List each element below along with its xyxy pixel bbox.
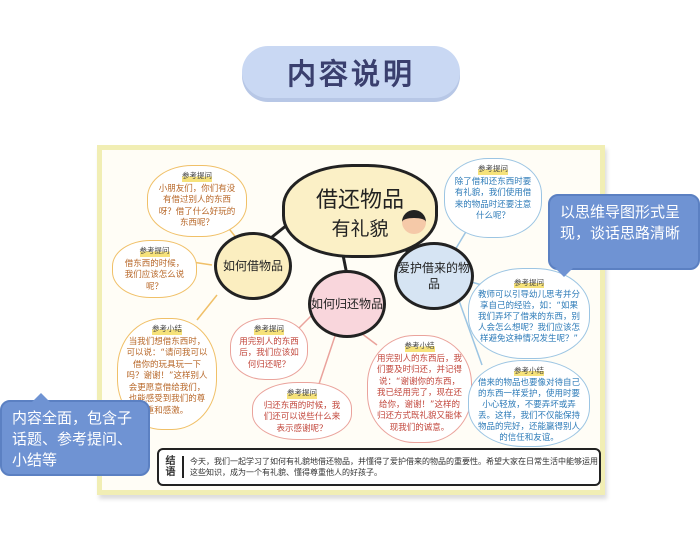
main-topic: 借还物品 有礼貌 (282, 164, 438, 258)
summary-label: 结语 (159, 456, 184, 478)
cloud-question: 参考提问除了借和还东西时要有礼貌，我们使用借来的物品时还要注意什么呢？ (444, 158, 542, 238)
cartoon-child-icon (402, 210, 426, 234)
summary-box: 结语 今天，我们一起学习了如何有礼貌地借还物品，并懂得了爱护借来的物品的重要性。… (157, 448, 601, 486)
callout-left: 内容全面，包含子话题、参考提问、小结等 (0, 393, 150, 476)
cloud-question: 参考提问归还东西的时候，我们还可以说些什么来表示感谢呢？ (252, 382, 352, 440)
branch-care: 爱护借来的物品 (394, 242, 474, 310)
cloud-summary: 参考小结用完别人的东西后，我们要及时归还，并记得说：“谢谢你的东西，我已经用完了… (367, 335, 472, 443)
main-topic-line1: 借还物品 (315, 187, 404, 213)
cloud-question: 参考提问借东西的时候，我们应该怎么说呢？ (112, 240, 197, 298)
cloud-question: 参考提问小朋友们，你们有没有借过别人的东西呀？借了什么好玩的东西呢？ (147, 165, 247, 237)
main-topic-line2: 有礼貌 (331, 217, 389, 240)
cloud-question: 参考提问教师可以引导幼儿思考并分享自己的经验，如：“如果我们弄坏了借来的东西，别… (468, 268, 590, 359)
mind-map-poster: 借还物品 有礼貌 如何借物品 如何归还物品 爱护借来的物品 参考提问小朋友们，你… (97, 145, 605, 495)
branch-return: 如何归还物品 (308, 270, 386, 338)
summary-text: 今天，我们一起学习了如何有礼貌地借还物品，并懂得了爱护借来的物品的重要性。希望大… (190, 457, 598, 477)
page-title: 内容说明 (242, 46, 460, 98)
callout-right: 以思维导图形式呈现，谈话思路清晰 (548, 194, 700, 277)
branch-borrow: 如何借物品 (214, 232, 292, 300)
cloud-question: 参考提问用完别人的东西后，我们应该如何归还呢？ (230, 318, 308, 380)
cloud-summary: 参考小结借来的物品也要像对待自己的东西一样爱护，使用时要小心轻放，不要弄坏或弄丢… (468, 360, 590, 447)
